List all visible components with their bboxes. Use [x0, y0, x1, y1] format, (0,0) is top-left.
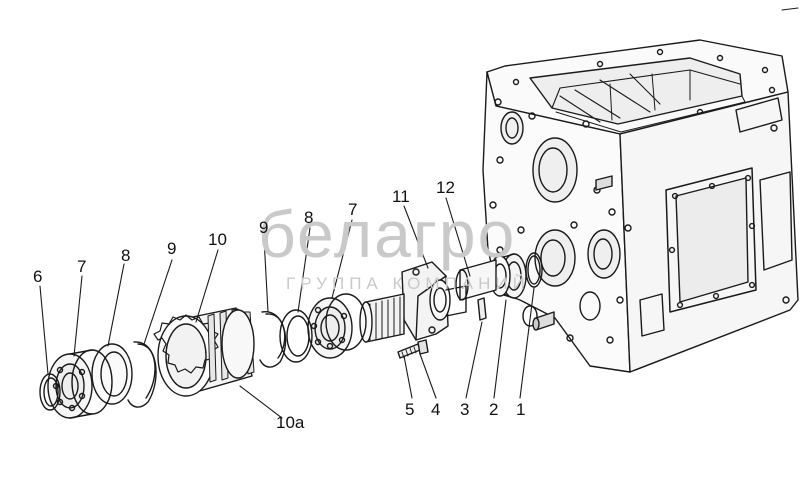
part-10-gear-sleeve: [153, 307, 255, 397]
part-8-right-washer: [279, 309, 313, 363]
callout-9-left: 9: [167, 239, 177, 258]
callout-3: 3: [460, 400, 470, 419]
part-3-key: [477, 297, 487, 321]
callout-1: 1: [516, 400, 526, 419]
part-6-snap-ring: [39, 373, 61, 411]
callout-6: 6: [33, 267, 43, 286]
part-9-left-snap-ring: [127, 341, 157, 408]
callout-10a: 10a: [276, 413, 305, 432]
gearbox-housing: [482, 7, 799, 373]
leader-lines: [39, 197, 535, 419]
callout-8-left: 8: [121, 246, 131, 265]
callout-7-right: 7: [348, 200, 358, 219]
part-4-5-bolt: [397, 339, 429, 359]
watermark-brand: белагро: [258, 197, 517, 271]
callout-9-right: 9: [259, 218, 269, 237]
callout-8-right: 8: [304, 208, 314, 227]
callout-7-left: 7: [77, 257, 87, 276]
callout-11: 11: [392, 187, 410, 206]
part-9-right-snap-ring: [259, 311, 287, 368]
callout-12: 12: [436, 178, 455, 197]
part-12-shaft-end: [455, 259, 497, 301]
part-7-right-bearing: [307, 293, 367, 359]
part-11-flange: [401, 261, 451, 341]
callout-2: 2: [489, 400, 499, 419]
callout-10: 10: [208, 230, 227, 249]
callout-4: 4: [431, 400, 441, 419]
callout-5: 5: [405, 400, 415, 419]
input-shaft: [359, 285, 467, 343]
watermark-subtitle: ГРУППА КОМПАНИЙ: [286, 274, 530, 293]
